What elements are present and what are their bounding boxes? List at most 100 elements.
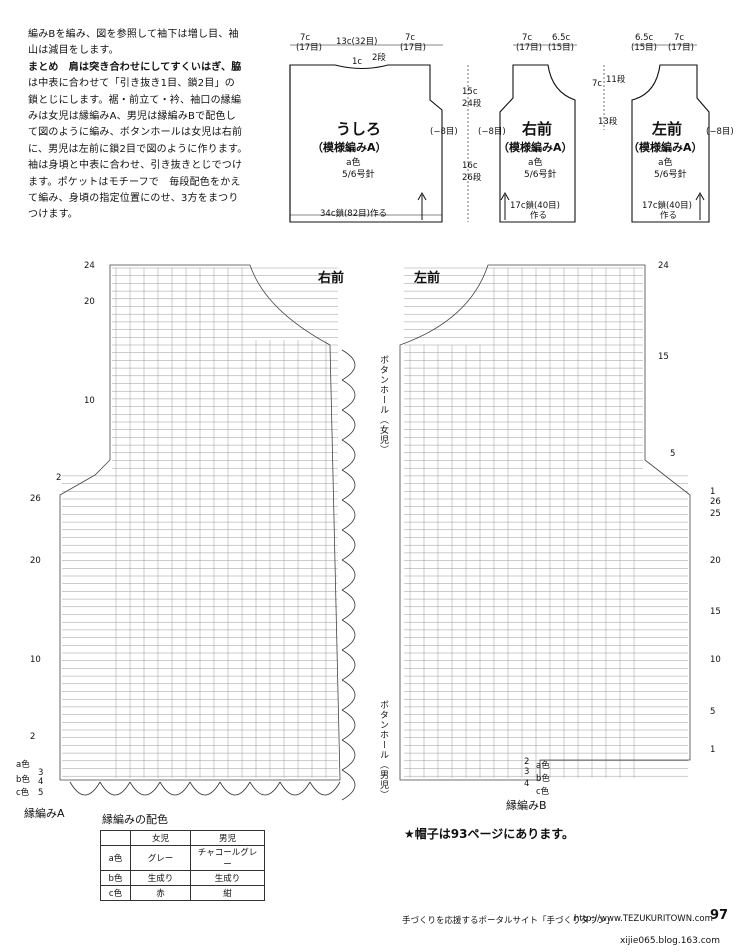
color-row-label: a色 — [16, 760, 30, 770]
back-side-dec-right: (−8目) — [478, 127, 506, 137]
edging-scallop — [341, 349, 356, 381]
row-num-right: 15 — [710, 607, 721, 617]
back-upper-len: 15c — [462, 87, 478, 97]
instruction-line: 編みBを編み、図を参照して袖下は増し目、袖 — [28, 29, 239, 40]
instruction-line: に、男児は左前に鎖2目で図のように作ります。 — [28, 143, 248, 155]
back-outline — [289, 64, 443, 223]
rf-top-right: 6.5c — [552, 33, 571, 43]
hat-note: ★帽子は93ページにあります。 — [404, 827, 575, 841]
row-num-left: 10 — [30, 655, 41, 665]
table-cell: 生成り — [130, 870, 191, 886]
color-row-label-right: b色 — [536, 774, 550, 784]
edging-scallop — [129, 781, 161, 796]
lf-needle: 5/6号針 — [654, 170, 687, 180]
rf-top-right-sts: (15目) — [548, 43, 574, 53]
right-front-outline — [499, 64, 576, 223]
rf-top-left-sts: (17目) — [516, 43, 542, 53]
edging-scallop — [341, 589, 356, 621]
edging-scallop — [341, 439, 356, 471]
rf-bottom2: 作る — [530, 211, 548, 221]
edge-color-table: 女児 男児 a色 グレー チャコールグレー b色 生成り 生成り c色 赤 紺 — [100, 830, 265, 901]
edging-scallop — [341, 769, 356, 801]
back-lower-rows: 26段 — [462, 173, 482, 183]
row-num-right: 1 — [710, 487, 716, 497]
edging-scallop — [309, 781, 341, 796]
edging-scallop — [279, 781, 311, 796]
row-num-right: 5 — [710, 707, 716, 717]
row-num-right: 26 — [710, 497, 721, 507]
chart-right-front-title: 右前 — [318, 271, 345, 286]
edge-b-label: 縁編みB — [506, 799, 547, 812]
back-top-mid: 13c(32目) — [336, 37, 378, 47]
table-header — [100, 830, 131, 846]
footer-url[interactable]: http://www.TEZUKURITOWN.com — [574, 914, 713, 924]
table-row: b色 生成り 生成り — [100, 870, 265, 886]
row-num-left: 2 — [56, 473, 62, 483]
color-row-label-right: 2 — [524, 757, 530, 767]
row-num-right: 10 — [710, 655, 721, 665]
table-cell: グレー — [130, 845, 191, 871]
table-row: 女児 男児 — [100, 830, 265, 846]
edge-a-label: 縁編みA — [24, 807, 65, 820]
edging-scallop — [249, 781, 281, 796]
row-num-right: 24 — [658, 261, 669, 271]
edging-scallop — [341, 499, 356, 531]
edging-scallop — [69, 781, 101, 796]
rf-neck-rows: 11段 — [606, 75, 626, 85]
row-num-right: 5 — [670, 449, 676, 459]
table-cell: 赤 — [130, 885, 191, 901]
buttonhole-girl-label: ボタンホール（女児） — [378, 355, 388, 455]
lf-top-left-sts: (15目) — [631, 43, 657, 53]
table-cell: 生成り — [190, 870, 265, 886]
back-top-right-sts: (17目) — [400, 43, 426, 53]
instruction-line: は中表に合わせて「引き抜き1目、鎖2目」の — [28, 78, 235, 90]
left-front-outline — [631, 64, 710, 223]
table-cell: 紺 — [190, 885, 265, 901]
rf-title: 右前 — [522, 120, 553, 138]
table-header: 男児 — [190, 830, 265, 846]
rf-needle: 5/6号針 — [524, 170, 557, 180]
color-row-label: b色 — [16, 775, 30, 785]
footer-text: 手づくりを応援するポータルサイト「手づくりタウン」 — [402, 916, 615, 926]
rf-neck-len: 7c — [592, 79, 603, 89]
row-num-left: 20 — [84, 297, 95, 307]
row-num-left: 2 — [30, 732, 36, 742]
color-row-label-right: 3 — [524, 767, 530, 777]
lf-side-dec: (−8目) — [706, 127, 734, 137]
back-side-dec: (−8目) — [430, 127, 458, 137]
back-color: a色 — [346, 158, 361, 168]
color-table-title: 縁編みの配色 — [102, 813, 168, 826]
lf-bottom2: 作る — [660, 211, 678, 221]
row-num-right: 15 — [658, 352, 669, 362]
instruction-line: つけます。 — [28, 209, 78, 221]
buttonhole-boy-label: ボタンホール（男児） — [378, 700, 388, 800]
instruction-line: ます。ポケットはモチーフで 毎段配色をかえ — [28, 176, 241, 188]
back-needle: 5/6号針 — [342, 170, 375, 180]
table-cell: c色 — [100, 885, 131, 901]
lf-bottom: 17c鎖(40目) — [642, 201, 692, 211]
back-top-left: 7c — [300, 33, 311, 43]
color-row-label-right: c色 — [536, 787, 550, 797]
back-neck-depth: 1c — [352, 57, 363, 67]
edging-scallop — [159, 781, 191, 796]
back-subtitle: （模様編みA） — [312, 141, 387, 154]
row-num-left: 26 — [30, 494, 41, 504]
row-num-left: 20 — [30, 556, 41, 566]
color-row-label: c色 — [16, 788, 30, 798]
instruction-line: て編み、身頃の指定位置にのせ、3方をまつり — [28, 193, 239, 205]
rf-subtitle: （模様編みA） — [498, 141, 573, 154]
edging-scallop — [341, 619, 356, 651]
back-neck-rows: 2段 — [372, 53, 386, 63]
table-header: 女児 — [130, 830, 191, 846]
row-num-right: 1 — [710, 745, 716, 755]
edging-scallop — [341, 469, 356, 501]
instruction-line: まとめ 肩は突き合わせにしてすくいはぎ、脇 — [28, 61, 242, 73]
table-row: c色 赤 紺 — [100, 885, 265, 901]
table-cell: b色 — [100, 870, 131, 886]
table-cell: チャコールグレー — [190, 845, 265, 871]
row-num-left: 24 — [84, 261, 95, 271]
edging-scallop — [341, 409, 356, 441]
lf-top-right-sts: (17目) — [668, 43, 694, 53]
instruction-line: 袖は身頃と中表に合わせ、引き抜きとじでつけ — [28, 160, 243, 172]
